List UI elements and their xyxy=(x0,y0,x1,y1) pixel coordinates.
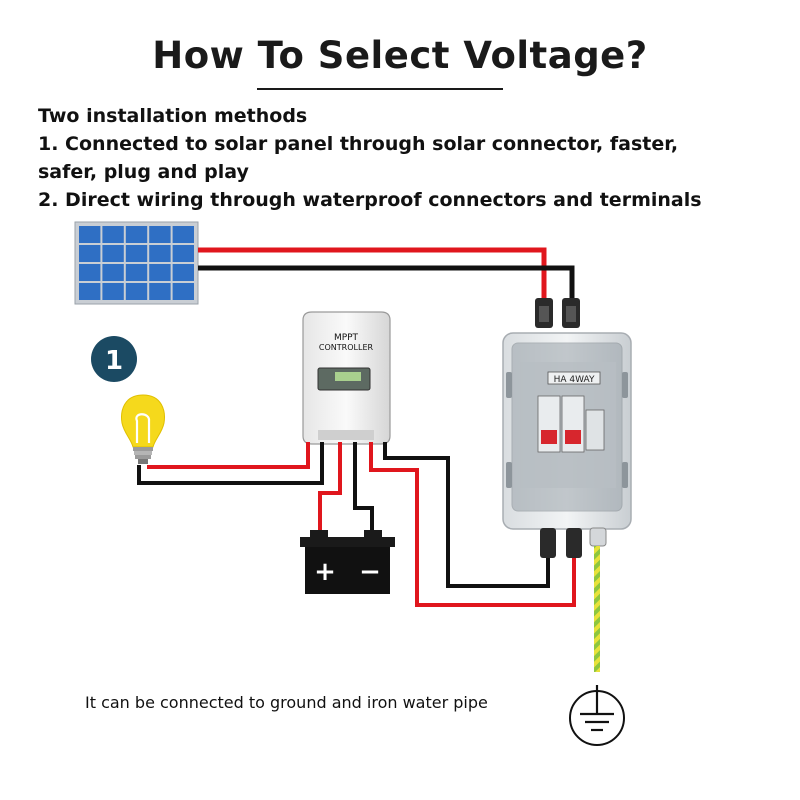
panel-positive-wire xyxy=(198,247,547,300)
controller-label-line-1: MPPT xyxy=(334,333,359,343)
solar-cell xyxy=(102,245,124,262)
load-negative-wire xyxy=(137,442,324,485)
light-bulb-icon xyxy=(121,394,165,464)
ground-icon xyxy=(569,685,625,746)
solar-panel xyxy=(74,221,199,305)
solar-cell xyxy=(125,283,148,300)
solar-cell xyxy=(102,264,124,281)
description-method-1-line-2: safer, plug and play xyxy=(38,161,249,183)
solar-cell xyxy=(125,245,148,262)
battery-plus-label: + xyxy=(314,557,336,587)
controller-label-line-2: CONTROLLER xyxy=(319,343,374,352)
combiner-bottom-connectors xyxy=(540,527,607,558)
solar-cell xyxy=(149,245,171,262)
solar-cell xyxy=(79,264,101,281)
combiner-box: HA 4WAY xyxy=(502,332,632,530)
solar-cell xyxy=(172,283,194,300)
solar-cell xyxy=(102,283,124,300)
solar-cell xyxy=(125,264,148,281)
solar-cell xyxy=(79,226,101,243)
solar-cell xyxy=(149,226,171,243)
solar-cell xyxy=(149,283,171,300)
page-title: How To Select Voltage? xyxy=(152,34,648,77)
battery-negative-wire xyxy=(353,442,374,540)
ground-wire xyxy=(594,546,600,672)
panel-wires xyxy=(198,247,575,300)
pv-negative-wire xyxy=(383,442,550,588)
combiner-top-connectors xyxy=(535,298,580,328)
solar-cell xyxy=(79,245,101,262)
step-badge-number: 1 xyxy=(105,346,123,376)
description-block: Two installation methods 1. Connected to… xyxy=(38,102,778,214)
battery-positive-wire xyxy=(318,442,342,540)
solar-cell xyxy=(172,226,194,243)
load-positive-wire xyxy=(147,442,310,469)
step-badge: 1 xyxy=(91,336,137,382)
solar-cell xyxy=(125,226,148,243)
description-method-1-line-1: 1. Connected to solar panel through sola… xyxy=(38,133,679,155)
description-intro: Two installation methods xyxy=(38,105,308,127)
solar-cell xyxy=(79,283,101,300)
mppt-controller: MPPT CONTROLLER xyxy=(302,311,391,445)
battery-minus-label: − xyxy=(359,557,381,587)
solar-cell xyxy=(172,264,194,281)
title-underline xyxy=(257,88,503,90)
combiner-label: HA 4WAY xyxy=(554,375,595,385)
battery-icon: + − xyxy=(300,530,395,594)
pv-positive-wire xyxy=(369,442,576,607)
solar-cell xyxy=(149,264,171,281)
description-method-2: 2. Direct wiring through waterproof conn… xyxy=(38,189,702,211)
solar-cell xyxy=(102,226,124,243)
footnote: It can be connected to ground and iron w… xyxy=(85,693,488,712)
solar-cell xyxy=(172,245,194,262)
controller-wiring xyxy=(137,442,576,607)
panel-negative-wire xyxy=(198,265,575,300)
